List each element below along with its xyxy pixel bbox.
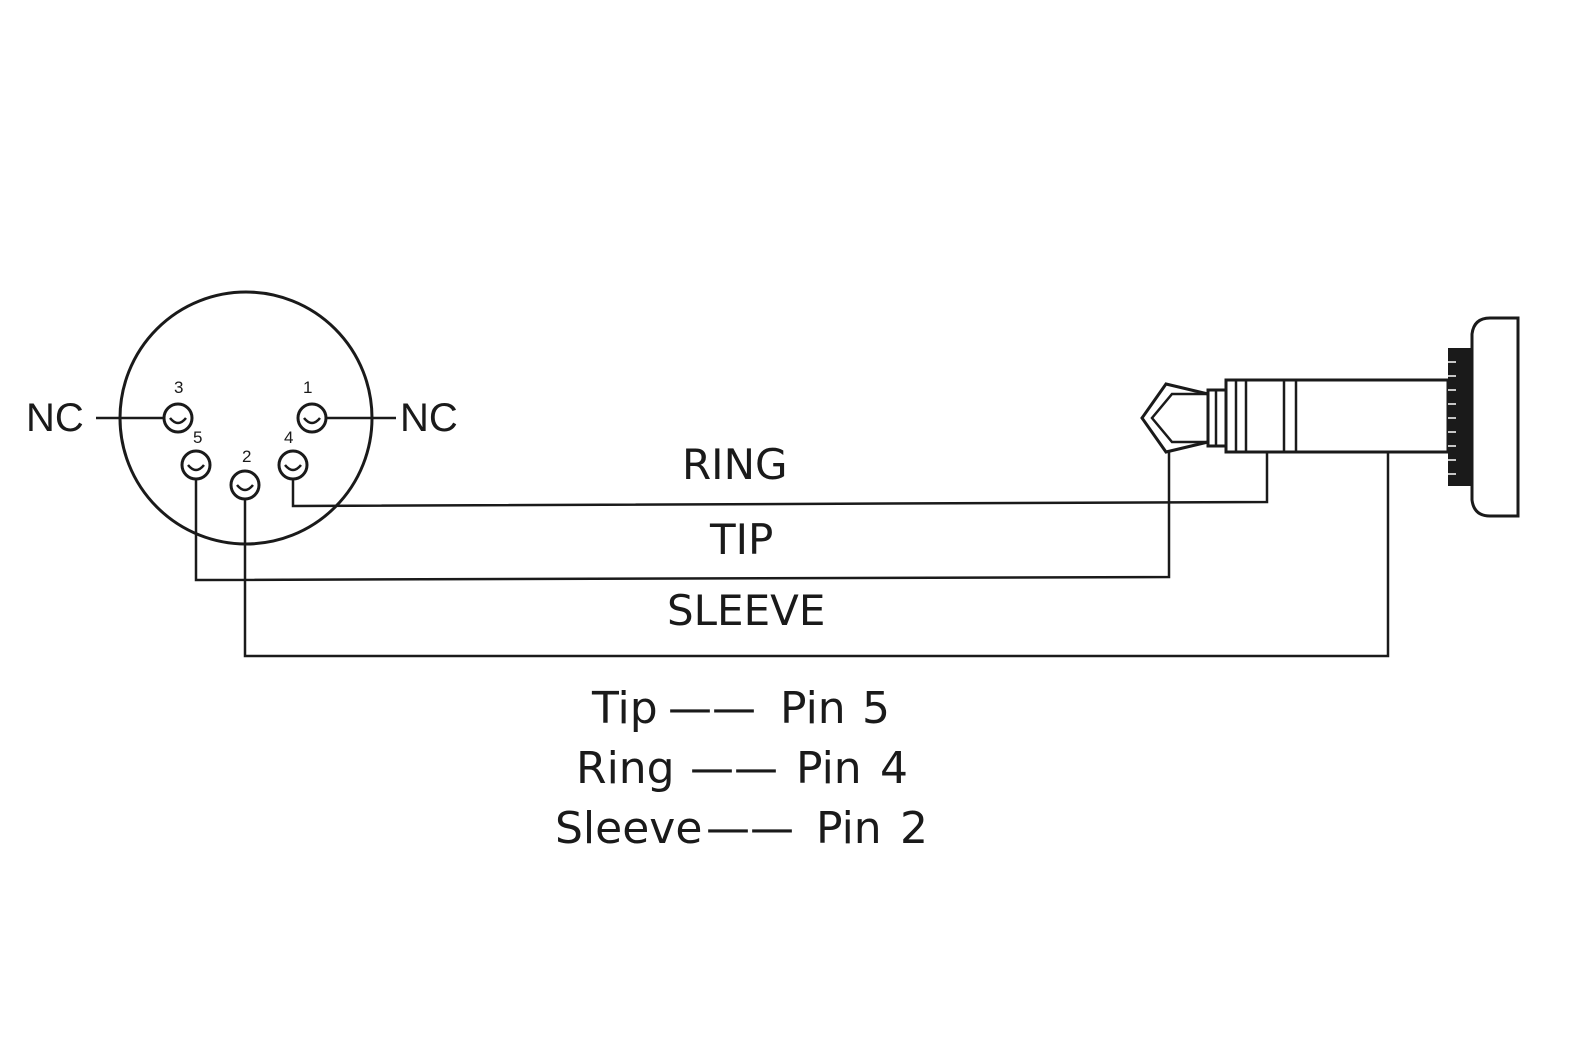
sleeve-wire-label: SLEEVE [667, 586, 825, 635]
plug-shaft [1224, 378, 1450, 454]
legend-pin: Pin [780, 683, 846, 734]
pin-mapping-legend: Tip —— Pin 5 Ring —— Pin 4 Sleeve —— Pin… [555, 683, 928, 854]
plug-housing [1470, 316, 1520, 518]
legend-dash: —— [706, 803, 794, 854]
legend-dash: —— [668, 683, 756, 734]
ring-wire [291, 452, 1269, 508]
pin-5: 5 [180, 428, 212, 481]
pin-5-label: 5 [193, 428, 202, 447]
legend-pin-number: 4 [880, 743, 908, 794]
pin-2-label: 2 [242, 447, 251, 466]
tip-wire [194, 452, 1171, 582]
legend-pin-number: 5 [862, 683, 890, 734]
legend-row-tip: Tip —— Pin 5 [591, 683, 890, 734]
pin-1-label: 1 [303, 378, 312, 397]
tip-wire-label: TIP [709, 515, 773, 564]
nc-right-label: NC [400, 396, 458, 440]
plug-grip [1448, 348, 1472, 486]
legend-row-sleeve: Sleeve —— Pin 2 [555, 803, 928, 854]
pin-4-label: 4 [284, 428, 293, 447]
pin-4: 4 [277, 428, 309, 481]
nc-left-label: NC [26, 396, 84, 440]
pin-3-label: 3 [174, 378, 183, 397]
legend-part: Sleeve [555, 803, 702, 854]
ring-wire-label: RING [682, 440, 788, 489]
sleeve-wire [243, 452, 1390, 658]
legend-part: Tip [591, 683, 658, 734]
legend-part: Ring [576, 743, 675, 794]
legend-dash: —— [690, 743, 778, 794]
pin-3: 3 [162, 378, 194, 434]
pin-1: 1 [296, 378, 328, 434]
legend-pin: Pin [816, 803, 882, 854]
legend-pin: Pin [796, 743, 862, 794]
pin-2: 2 [229, 447, 261, 501]
legend-pin-number: 2 [900, 803, 928, 854]
legend-row-ring: Ring —— Pin 4 [576, 743, 908, 794]
plug-tip [1140, 382, 1209, 454]
trs-plug [1140, 316, 1520, 518]
wires: RING TIP SLEEVE [194, 440, 1390, 658]
